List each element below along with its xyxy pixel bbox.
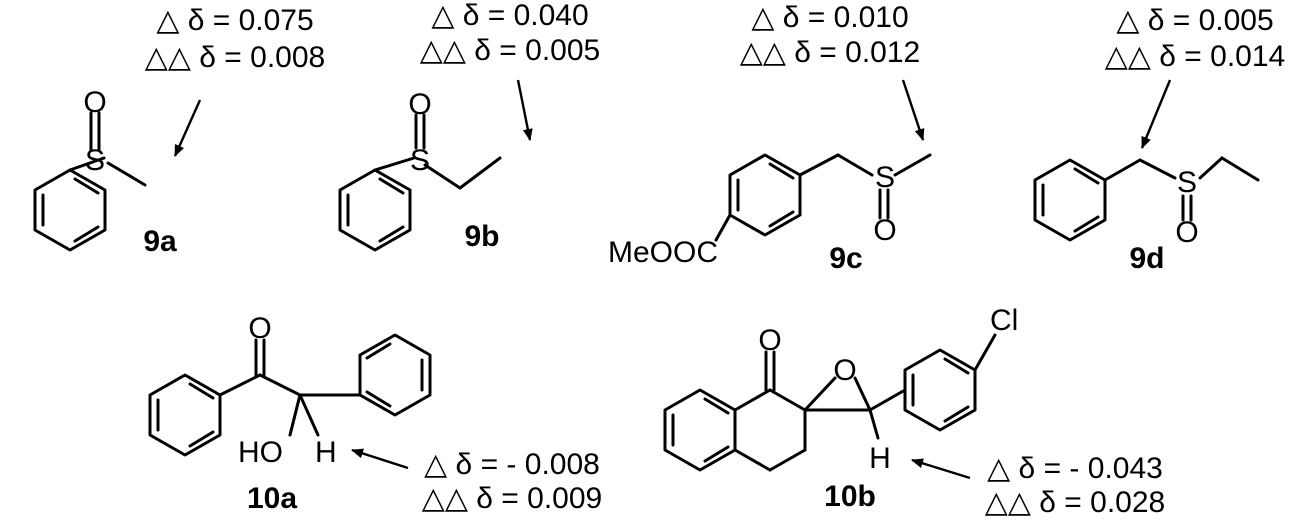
cyclohexanone-ring-10b: O (733, 324, 807, 472)
hydrogen-label: H (869, 442, 891, 475)
compound-9a: O S △ δ = 0.075 △△ δ = 0.008 9a (33, 4, 325, 258)
ddelta-label-9a: △△ δ = 0.008 (145, 41, 325, 74)
shift-arrow-10b (911, 458, 971, 480)
benzene-ring-9d (1033, 158, 1107, 242)
carbonyl-oxygen-label: O (248, 312, 271, 345)
shift-arrow-9a (173, 99, 202, 157)
delta-label-9c: △ δ = 0.010 (751, 1, 908, 34)
oxygen-label: O (83, 86, 106, 119)
oxygen-label: O (873, 214, 896, 247)
benzene-ring-9b (338, 168, 412, 252)
hydroxyl-label: HO (238, 436, 283, 469)
epoxide-ring-10b: O (803, 354, 872, 412)
chlorophenyl-ring-10b: Cl (868, 304, 1018, 432)
benzene-ring-10b (663, 388, 737, 472)
delta-label-10a: △ δ = - 0.008 (424, 448, 600, 481)
ddelta-label-10b: △△ δ = 0.028 (985, 486, 1165, 519)
benzene-ring-9a (33, 168, 107, 252)
ester-group-label: MeOOC (608, 236, 718, 269)
sulfoxide-group-9b: O S (373, 88, 502, 190)
compound-label-10a: 10a (247, 482, 297, 515)
compound-9b: O S △ δ = 0.040 △△ δ = 0.005 9b (338, 0, 600, 253)
carbonyl-oxygen-label: O (758, 324, 781, 357)
compound-label-9d: 9d (1129, 242, 1164, 275)
shift-arrow-9c (901, 79, 925, 141)
ddelta-label-9b: △△ δ = 0.005 (420, 34, 600, 67)
shift-arrow-9d (1140, 79, 1172, 149)
sulfoxide-group-9a: O S (68, 86, 147, 187)
benzene-ring-right-10a (358, 333, 432, 417)
sulfur-label: S (875, 161, 895, 194)
ddelta-label-10a: △△ δ = 0.009 (422, 482, 602, 515)
ddelta-label-9c: △△ δ = 0.012 (740, 36, 920, 69)
sulfur-label: S (85, 144, 105, 177)
delta-label-9b: △ δ = 0.040 (431, 0, 588, 32)
epoxide-oxygen-label: O (833, 354, 856, 387)
oxygen-label: O (1175, 216, 1198, 249)
sulfoxide-group-9d: S O (1103, 156, 1260, 249)
compound-9d: S O △ δ = 0.005 △△ δ = 0.014 9d (1033, 4, 1285, 275)
delta-label-9a: △ δ = 0.075 (156, 4, 313, 37)
hydrogen-label: H (315, 436, 337, 469)
compound-9c: S O MeOOC △ δ = 0.010 △△ δ = 0.012 9c (608, 1, 932, 275)
ddelta-label-9d: △△ δ = 0.014 (1105, 40, 1285, 73)
compound-label-9b: 9b (464, 220, 499, 253)
compound-label-10b: 10b (824, 480, 876, 513)
ester-bond (714, 213, 732, 242)
shift-arrow-10a (351, 448, 409, 470)
chlorine-label: Cl (990, 304, 1018, 337)
compound-10b: O O Cl H △ δ = - 0.043 △△ δ = 0.028 10b (663, 304, 1165, 519)
delta-label-10b: △ δ = - 0.043 (987, 452, 1163, 485)
benzene-ring-9c (728, 153, 802, 237)
compound-10a: O HO H △ δ = - 0.008 △△ δ = 0.009 10a (148, 312, 602, 515)
oxygen-label: O (408, 88, 431, 121)
sulfur-label: S (410, 144, 430, 177)
compound-label-9c: 9c (829, 242, 862, 275)
benzene-ring-left-10a (148, 373, 222, 457)
sulfoxide-group-9c: S O (798, 153, 932, 247)
sulfur-label: S (1177, 166, 1197, 199)
compound-label-9a: 9a (143, 225, 177, 258)
shift-arrow-9b (516, 79, 533, 141)
delta-label-9d: △ δ = 0.005 (1116, 4, 1273, 37)
